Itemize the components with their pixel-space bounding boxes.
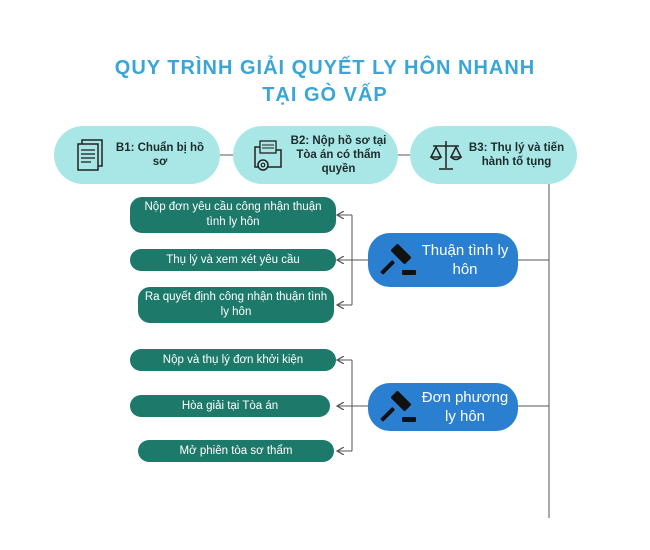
branch2-item-1: Nộp và thụ lý đơn khởi kiện: [130, 349, 336, 371]
step-3: B3: Thụ lý và tiến hành tố tụng: [410, 126, 577, 184]
folder-gear-icon: [254, 140, 282, 171]
title-line-2: TẠI GÒ VẤP: [262, 84, 388, 106]
documents-icon: [77, 139, 103, 171]
branch-unilateral-label: Đơn phương ly hôn: [421, 389, 509, 425]
branch2-item-2: Hòa giải tại Tòa án: [130, 395, 330, 417]
step-1: B1: Chuẩn bị hồ sơ: [54, 126, 220, 184]
gavel-icon: [380, 391, 416, 422]
branch-consensual-label: Thuận tình ly hôn: [421, 242, 509, 278]
step-1-label: B1: Chuẩn bị hồ sơ: [115, 142, 205, 168]
branch1-item-1: Nộp đơn yêu cầu công nhận thuận tình ly …: [130, 197, 336, 233]
branch-unilateral-divorce: Đơn phương ly hôn: [368, 383, 518, 431]
branch2-item-3: Mở phiên tòa sơ thẩm: [138, 440, 334, 462]
branch1-item-2: Thụ lý và xem xét yêu cầu: [130, 249, 336, 271]
scales-icon: [429, 141, 463, 170]
branch1-item-3: Ra quyết định công nhận thuận tình ly hô…: [138, 287, 334, 323]
gavel-icon: [380, 244, 416, 275]
step-2-label: B2: Nộp hồ sơ tại Tòa án có thẩm quyền: [290, 135, 387, 175]
title-line-1: QUY TRÌNH GIẢI QUYẾT LY HÔN NHANH: [114, 57, 536, 79]
step-2: B2: Nộp hồ sơ tại Tòa án có thẩm quyền: [233, 126, 398, 184]
step-3-label: B3: Thụ lý và tiến hành tố tụng: [468, 142, 565, 168]
branch-consensual-divorce: Thuận tình ly hôn: [368, 233, 518, 287]
